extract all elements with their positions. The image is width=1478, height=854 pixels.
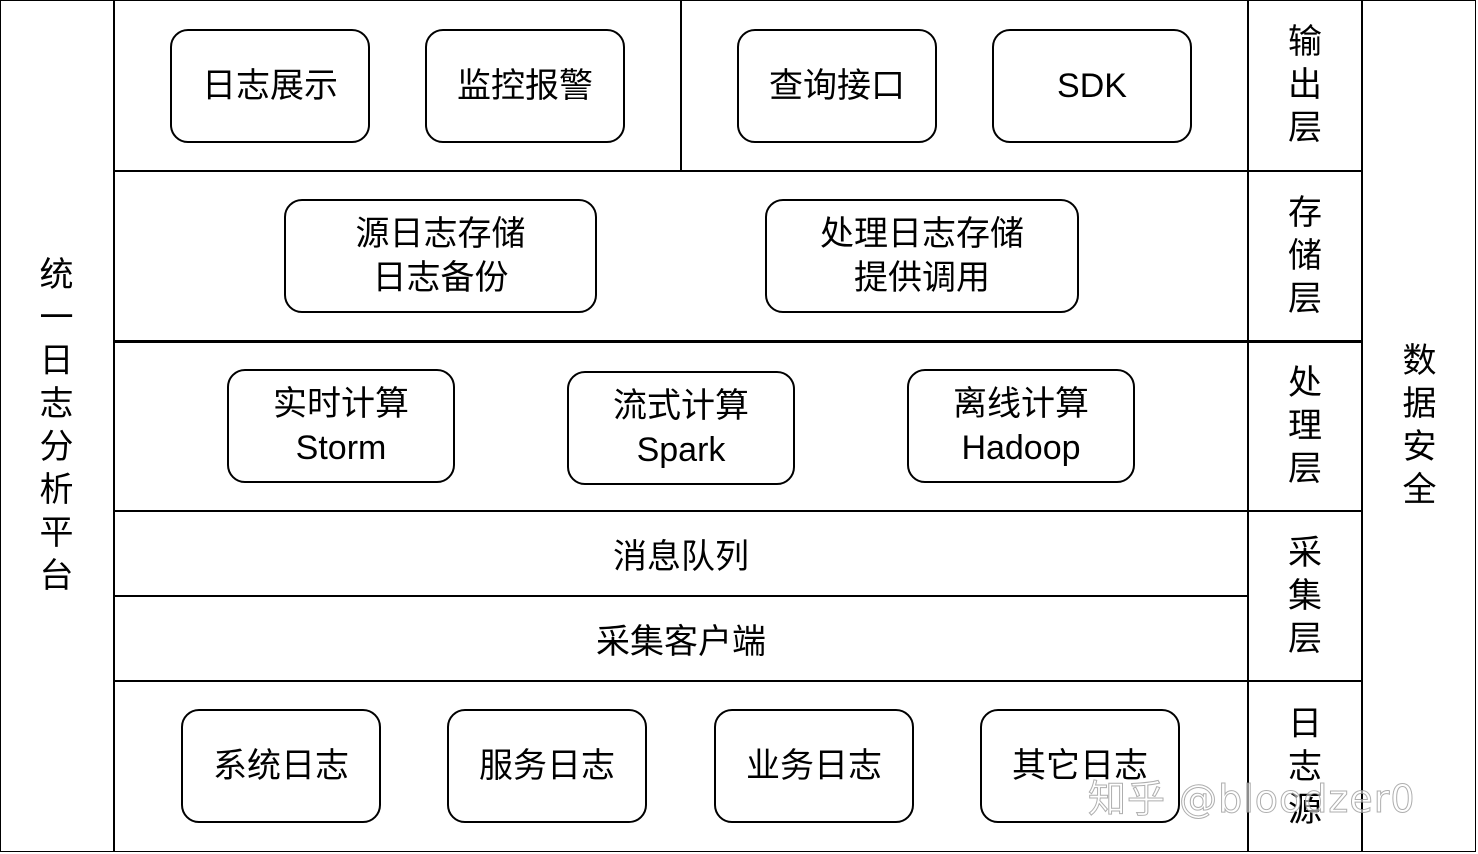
output-split-divider [680,0,682,171]
service-log-box: 服务日志 [447,709,647,823]
offline-compute-label: 离线计算 [953,384,1089,424]
right-title-char: 据 [1402,384,1437,424]
left-title-char: 日 [39,341,74,381]
collection-client-band: 采集客户端 [114,597,1248,680]
layer-label-char: 层 [1288,449,1322,489]
right-security-title: 数据安全 [1363,0,1476,852]
layer-label-char: 志 [1288,746,1322,787]
layer-label-source-text: 日志源 [1288,703,1322,832]
realtime-compute-label: 实时计算 [273,384,409,424]
monitor-alert-box: 监控报警 [425,29,625,143]
layer-divider [1247,0,1249,852]
other-log-label: 其它日志 [1012,746,1148,786]
left-title-char: 析 [39,470,74,510]
left-title-char: 统 [39,255,74,295]
stream-compute-box: 流式计算 Spark [567,371,795,485]
left-title-char: 平 [39,513,74,553]
layer-label-char: 出 [1288,64,1322,105]
layer-label-char: 储 [1288,235,1322,276]
business-log-label: 业务日志 [746,746,882,786]
right-divider [1361,0,1363,852]
source-log-storage-box: 源日志存储 日志备份 [284,199,597,313]
right-title-char: 数 [1402,341,1437,381]
layer-label-collection: 采集层 [1249,512,1361,680]
system-log-box: 系统日志 [181,709,381,823]
offline-compute-box: 离线计算 Hadoop [907,369,1135,483]
layer-label-char: 存 [1288,192,1322,233]
layer-label-char: 理 [1288,406,1322,446]
layer-label-processing: 处理层 [1249,343,1361,510]
stream-compute-label: 流式计算 [613,386,749,426]
layer-label-char: 采 [1288,532,1322,573]
layer-label-char: 集 [1288,575,1322,616]
divider-queue-client [113,595,1249,597]
offline-compute-engine: Hadoop [961,429,1081,467]
right-title-char: 全 [1402,470,1437,510]
layer-label-char: 输 [1288,21,1322,62]
watermark: 知乎 @bloodzer0 [1088,777,1416,822]
layer-label-char: 层 [1288,107,1322,148]
layer-label-source: 日志源 [1249,682,1361,852]
message-queue-label: 消息队列 [613,537,749,577]
source-log-storage-line1: 源日志存储 [355,214,526,254]
collection-client-label: 采集客户端 [596,622,766,662]
layer-label-char: 层 [1288,278,1322,319]
layer-label-processing-text: 处理层 [1288,362,1322,491]
left-title-char: 分 [39,427,74,467]
left-divider [113,0,115,852]
log-display-label: 日志展示 [202,66,338,106]
realtime-compute-box: 实时计算 Storm [227,369,455,483]
divider-output-storage [113,170,1363,172]
query-api-box: 查询接口 [737,29,937,143]
sdk-label: SDK [1057,67,1127,105]
processed-log-storage-box: 处理日志存储 提供调用 [765,199,1079,313]
query-api-label: 查询接口 [769,66,905,106]
layer-label-char: 源 [1288,789,1322,830]
right-title-char: 安 [1402,427,1437,467]
divider-processing-collection [113,510,1363,512]
message-queue-band: 消息队列 [114,512,1248,595]
left-title-char: 一 [39,298,74,338]
sdk-box: SDK [992,29,1192,143]
source-log-storage-line2: 日志备份 [372,258,509,298]
log-display-box: 日志展示 [170,29,370,143]
monitor-alert-label: 监控报警 [457,66,593,106]
service-log-label: 服务日志 [479,746,615,786]
divider-storage-processing [113,340,1363,343]
left-title-char: 志 [39,384,74,424]
right-security-title-text: 数据安全 [1403,340,1437,512]
realtime-compute-engine: Storm [295,429,387,467]
layer-label-collection-text: 采集层 [1288,532,1322,661]
layer-label-char: 层 [1288,618,1322,659]
layer-label-char: 处 [1288,363,1322,403]
divider-collection-source [113,680,1363,682]
processed-log-storage-line2: 提供调用 [854,258,990,298]
layer-label-output: 输出层 [1249,0,1361,170]
processed-log-storage-line1: 处理日志存储 [820,214,1024,254]
layer-label-output-text: 输出层 [1288,21,1322,150]
layer-label-storage: 存储层 [1249,172,1361,340]
layer-label-storage-text: 存储层 [1288,192,1322,321]
other-log-box: 其它日志 [980,709,1180,823]
stream-compute-engine: Spark [636,431,726,469]
layer-label-char: 日 [1288,703,1322,744]
system-log-label: 系统日志 [213,746,349,786]
business-log-box: 业务日志 [714,709,914,823]
left-platform-title-text: 统一日志分析平台 [40,254,74,598]
left-platform-title: 统一日志分析平台 [0,0,113,852]
left-title-char: 台 [39,556,74,596]
